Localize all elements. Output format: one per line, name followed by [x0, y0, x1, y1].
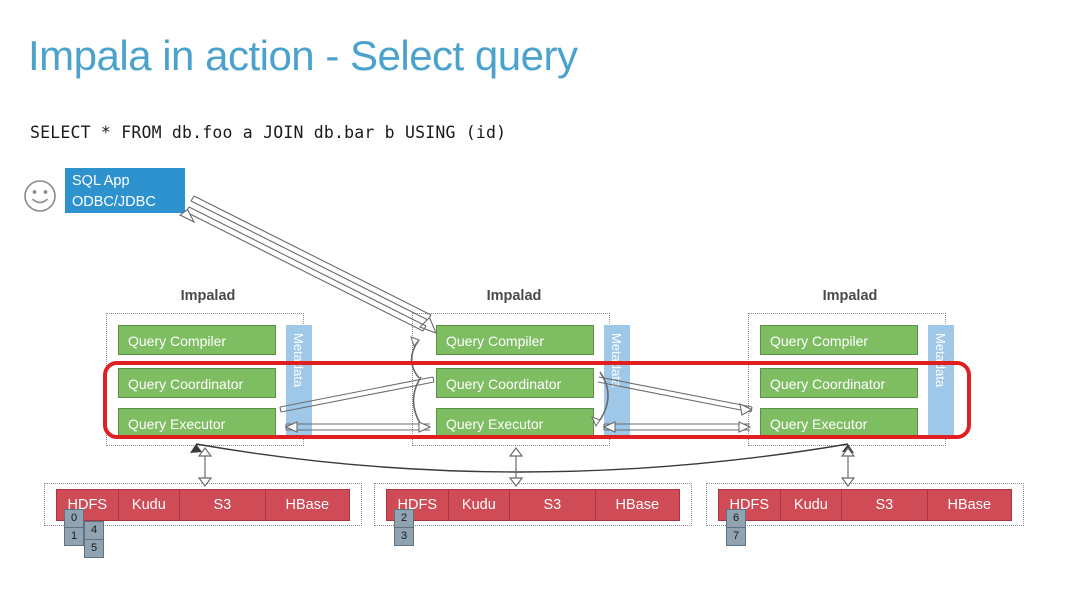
- storage-s3-2[interactable]: S3: [510, 490, 596, 520]
- metadata-store-1: Metadata: [286, 325, 312, 438]
- sql-app-line2: ODBC/JDBC: [72, 194, 156, 210]
- query-compiler-3[interactable]: Query Compiler: [760, 325, 918, 355]
- query-executor-2[interactable]: Query Executor: [436, 408, 594, 438]
- storage-hbase-1[interactable]: HBase: [265, 490, 349, 520]
- storage-box-2: [374, 483, 692, 526]
- storage-strip-3: HDFS Kudu S3 HBase: [718, 489, 1012, 521]
- storage-s3-1[interactable]: S3: [180, 490, 266, 520]
- metadata-store-2: Metadata: [604, 325, 630, 438]
- query-executor-3[interactable]: Query Executor: [760, 408, 918, 438]
- data-block: 7: [732, 530, 740, 542]
- metadata-label-3: Metadata: [933, 333, 948, 388]
- data-block: 1: [70, 530, 78, 542]
- sql-app-client-box[interactable]: SQL App ODBC/JDBC: [65, 168, 185, 213]
- data-block-stack-1a: 0 1: [64, 509, 84, 546]
- smiley-face-icon: [20, 176, 60, 216]
- executor-storage-arrow-3: [840, 447, 856, 487]
- sql-app-line1: SQL App: [72, 173, 130, 189]
- data-block: 0: [65, 510, 83, 528]
- metadata-store-3: Metadata: [928, 325, 954, 438]
- executor-broadcast-curve: [195, 443, 849, 473]
- data-block: 4: [85, 522, 103, 540]
- metadata-label-2: Metadata: [609, 333, 624, 388]
- data-block-stack-1b: 4 5: [84, 521, 104, 558]
- sql-statement: SELECT * FROM db.foo a JOIN db.bar b USI…: [30, 123, 507, 142]
- storage-kudu-1[interactable]: Kudu: [118, 490, 181, 520]
- data-block: 2: [395, 510, 413, 528]
- storage-kudu-2[interactable]: Kudu: [448, 490, 511, 520]
- impalad-label-1: Impalad: [180, 288, 236, 304]
- query-compiler-1[interactable]: Query Compiler: [118, 325, 276, 355]
- metadata-label-1: Metadata: [291, 333, 306, 388]
- data-block: 5: [90, 542, 98, 554]
- storage-strip-1: HDFS Kudu S3 HBase: [56, 489, 350, 521]
- executor-storage-arrow-1: [197, 447, 213, 487]
- data-block-stack-2a: 2 3: [394, 509, 414, 546]
- query-compiler-2[interactable]: Query Compiler: [436, 325, 594, 355]
- data-block-stack-3a: 6 7: [726, 509, 746, 546]
- data-block: 6: [727, 510, 745, 528]
- storage-s3-3[interactable]: S3: [842, 490, 928, 520]
- storage-kudu-3[interactable]: Kudu: [780, 490, 843, 520]
- storage-box-3: [706, 483, 1024, 526]
- storage-hbase-2[interactable]: HBase: [595, 490, 679, 520]
- storage-hbase-3[interactable]: HBase: [927, 490, 1011, 520]
- impalad-label-2: Impalad: [486, 288, 542, 304]
- query-coordinator-2[interactable]: Query Coordinator: [436, 368, 594, 398]
- query-coordinator-3[interactable]: Query Coordinator: [760, 368, 918, 398]
- impalad-label-3: Impalad: [822, 288, 878, 304]
- data-block: 3: [400, 530, 408, 542]
- query-coordinator-1[interactable]: Query Coordinator: [118, 368, 276, 398]
- storage-strip-2: HDFS Kudu S3 HBase: [386, 489, 680, 521]
- page-title: Impala in action - Select query: [28, 32, 578, 79]
- query-executor-1[interactable]: Query Executor: [118, 408, 276, 438]
- executor-storage-arrow-2: [508, 447, 524, 487]
